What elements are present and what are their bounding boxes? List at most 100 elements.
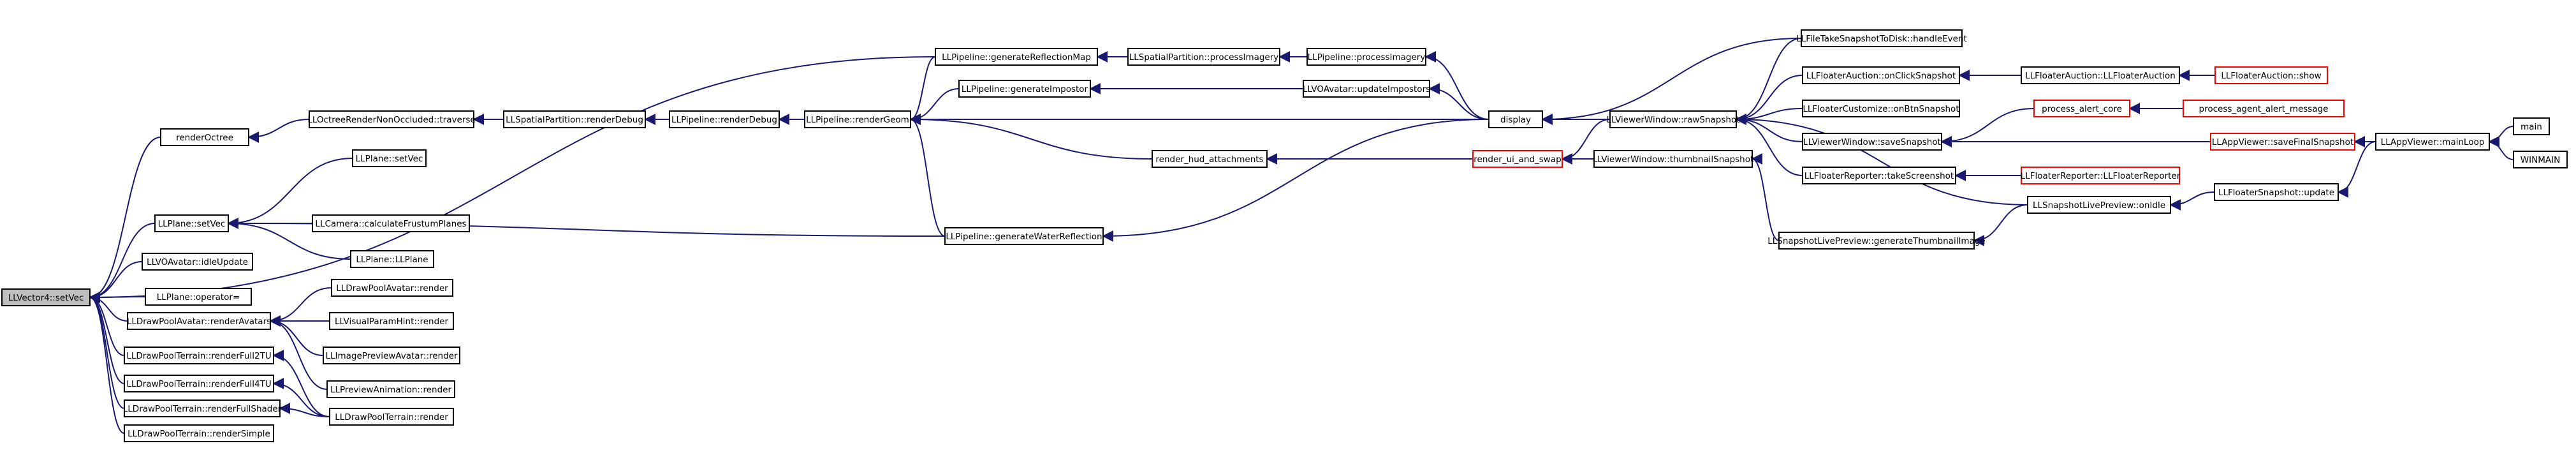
node-box xyxy=(1,288,91,306)
call-edge-octree_traverse-to-renderOctree xyxy=(247,119,310,143)
graph-node-viewerwindow_thumbnailsnapshot[interactable]: LLViewerWindow::thumbnailSnapshot xyxy=(1593,150,1754,168)
node-label: LLVOAvatar::updateImpostors xyxy=(1303,84,1430,94)
graph-node-appviewer_mainloop[interactable]: LLAppViewer::mainLoop xyxy=(2375,133,2490,151)
node-box xyxy=(2021,167,2180,184)
node-label: LLPreviewAnimation::render xyxy=(330,385,452,395)
node-label: LLPipeline::renderGeom xyxy=(806,115,909,125)
call-edge-floaterreporter_takescreenshot-to-viewerwindow_rawsnapshot xyxy=(1735,114,1803,176)
call-edges xyxy=(89,38,2514,434)
call-edge-drawpoolterrain_render-to-terrain_full2tu xyxy=(272,350,330,417)
node-label: LLOctreeRenderNonOccluded::traverse xyxy=(307,115,475,125)
graph-node-terrain_fullshader[interactable]: LLDrawPoolTerrain::renderFullShader xyxy=(123,399,282,417)
graph-node-floaterauction_onclicksnapshot[interactable]: LLFloaterAuction::onClickSnapshot xyxy=(1802,66,1960,84)
call-edge-display-to-voavatar_updateimpostors xyxy=(1428,83,1489,120)
node-label: LLDrawPoolTerrain::renderFull4TU xyxy=(126,379,271,389)
node-label: LLSnapshotLivePreview::generateThumbnail… xyxy=(1767,236,1985,246)
node-label: LLFloaterAuction::show xyxy=(2221,71,2321,81)
graph-node-pipeline_genwaterreflection[interactable]: LLPipeline::generateWaterReflection xyxy=(944,227,1104,245)
graph-node-pipeline_renderdebug[interactable]: LLPipeline::renderDebug xyxy=(669,110,780,128)
node-box xyxy=(1802,133,1942,151)
node-box xyxy=(154,214,229,232)
node-label: LLViewerWindow::saveSnapshot xyxy=(1803,137,1941,147)
graph-node-render_hud_attachments[interactable]: render_hud_attachments xyxy=(1152,150,1268,168)
graph-node-floatercustomize_onbtnsnapshot[interactable]: LLFloaterCustomize::onBtnSnapshot xyxy=(1802,100,1960,117)
graph-node-llplane_setvec[interactable]: LLPlane::setVec xyxy=(154,214,229,232)
node-label: LLSpatialPartition::renderDebug xyxy=(506,115,643,125)
node-box xyxy=(1127,48,1280,66)
graph-node-terrain_full2tu[interactable]: LLDrawPoolTerrain::renderFull2TU xyxy=(124,347,274,364)
graph-node-root[interactable]: LLVector4::setVec xyxy=(1,288,91,306)
node-label: LLPlane::LLPlane xyxy=(356,255,428,265)
call-edge-winmain-to-appviewer_mainloop xyxy=(2488,136,2514,160)
node-label: LLPlane::setVec xyxy=(158,219,226,229)
graph-node-render_ui_and_swap[interactable]: render_ui_and_swap xyxy=(1472,150,1563,168)
graph-node-voavatar_updateimpostors[interactable]: LLVOAvatar::updateImpostors xyxy=(1303,80,1430,98)
graph-node-snapshotlivepreview_genthumb[interactable]: LLSnapshotLivePreview::generateThumbnail… xyxy=(1767,232,1986,250)
graph-node-llplane_operator[interactable]: LLPlane::operator= xyxy=(145,288,252,306)
graph-node-spatialpartition_renderdebug[interactable]: LLSpatialPartition::renderDebug xyxy=(503,110,646,128)
node-box xyxy=(312,214,470,232)
graph-node-llplane_setvec2[interactable]: LLPlane::setVec xyxy=(352,149,427,167)
graph-node-floaterreporter_llfloaterreporter[interactable]: LLFloaterReporter::LLFloaterReporter xyxy=(2021,167,2181,184)
call-edge-viewerwindow_rawsnapshot-to-render_ui_and_swap xyxy=(1561,119,1611,165)
call-edge-display-to-pipeline_genwaterreflection xyxy=(1102,119,1489,242)
graph-node-main[interactable]: main xyxy=(2513,117,2550,135)
graph-node-previewanimation_render[interactable]: LLPreviewAnimation::render xyxy=(326,380,455,398)
graph-node-imagepreviewavatar_render[interactable]: LLImagePreviewAvatar::render xyxy=(323,347,460,364)
graph-node-visualparamhint_render[interactable]: LLVisualParamHint::render xyxy=(329,312,454,330)
node-label: LLPipeline::generateImpostor xyxy=(962,84,1088,94)
call-edge-drawpoolterrain_render-to-terrain_fullshader xyxy=(279,403,330,417)
graph-node-octree_traverse[interactable]: LLOctreeRenderNonOccluded::traverse xyxy=(307,110,476,128)
node-label: LLFloaterReporter::takeScreenshot xyxy=(1804,171,1954,181)
node-label: LLPipeline::generateWaterReflection xyxy=(946,232,1102,242)
node-label: LLViewerWindow::thumbnailSnapshot xyxy=(1593,154,1754,165)
node-box xyxy=(1609,110,1737,128)
graph-node-drawpoolavatar_render[interactable]: LLDrawPoolAvatar::render xyxy=(331,279,453,297)
graph-node-drawpoolterrain_render[interactable]: LLDrawPoolTerrain::render xyxy=(329,408,454,426)
graph-node-viewerwindow_savesnapshot[interactable]: LLViewerWindow::saveSnapshot xyxy=(1802,133,1942,151)
node-label: LLDrawPoolTerrain::renderFullShader xyxy=(123,404,282,414)
node-label: LLDrawPoolAvatar::renderAvatars xyxy=(127,317,271,327)
graph-node-floaterreporter_takescreenshot[interactable]: LLFloaterReporter::takeScreenshot xyxy=(1802,167,1956,184)
node-box xyxy=(944,227,1104,245)
call-edge-render_hud_attachments-to-pipeline_rendergeom xyxy=(909,114,1153,160)
graph-node-camera_frustum[interactable]: LLCamera::calculateFrustumPlanes xyxy=(312,214,470,232)
call-edge-snapshotlivepreview_genthumb-to-viewerwindow_thumbnailsnapshot xyxy=(1751,153,1780,241)
graph-node-process_alert_core[interactable]: process_alert_core xyxy=(2033,100,2130,117)
node-label: process_alert_core xyxy=(2042,104,2122,114)
node-box xyxy=(1303,80,1430,98)
graph-node-renderOctree[interactable]: renderOctree xyxy=(160,128,249,146)
call-edge-snapshotlivepreview_ondle-to-snapshotlivepreview_genthumb xyxy=(1973,204,2028,246)
graph-node-terrain_full4tu[interactable]: LLDrawPoolTerrain::renderFull4TU xyxy=(124,375,274,392)
graph-node-llplane_llplane[interactable]: LLPlane::LLPlane xyxy=(350,250,434,268)
graph-node-floaterauction_show[interactable]: LLFloaterAuction::show xyxy=(2214,66,2328,84)
graph-node-filetakesnapshot_handleevent[interactable]: LLFileTakeSnapshotToDisk::handleEvent xyxy=(1796,29,1967,47)
node-box xyxy=(1801,29,1963,47)
graph-node-display[interactable]: display xyxy=(1488,110,1543,128)
graph-node-spatialpartition_processimagery[interactable]: LLSpatialPartition::processImagery xyxy=(1127,48,1280,66)
graph-node-terrain_simple[interactable]: LLDrawPoolTerrain::renderSimple xyxy=(124,424,274,442)
node-label: LLPipeline::generateReflectionMap xyxy=(942,52,1091,63)
node-box xyxy=(352,149,427,167)
graph-node-pipeline_processimagery[interactable]: LLPipeline::processImagery xyxy=(1306,48,1426,66)
graph-node-floatersnapshot_update[interactable]: LLFloaterSnapshot::update xyxy=(2214,183,2339,201)
node-label: LLSpatialPartition::processImagery xyxy=(1129,52,1279,63)
node-label: LLPipeline::renderDebug xyxy=(671,115,777,125)
graph-node-pipeline_rendergeom[interactable]: LLPipeline::renderGeom xyxy=(804,110,911,128)
node-box xyxy=(503,110,646,128)
node-box xyxy=(124,424,274,442)
graph-node-appviewer_savefinalsnapshot[interactable]: LLAppViewer::saveFinalSnapshot xyxy=(2210,133,2355,151)
graph-node-pipeline_genreflectionmap[interactable]: LLPipeline::generateReflectionMap xyxy=(935,48,1098,66)
graph-node-floaterauction_llfloaterauction[interactable]: LLFloaterAuction::LLFloaterAuction xyxy=(2021,66,2180,84)
graph-node-winmain[interactable]: WINMAIN xyxy=(2513,151,2568,168)
graph-node-pipeline_genimpostor[interactable]: LLPipeline::generateImpostor xyxy=(958,80,1091,98)
node-box xyxy=(331,279,453,297)
graph-node-process_agent_alert_message[interactable]: process_agent_alert_message xyxy=(2183,100,2345,117)
graph-node-viewerwindow_rawsnapshot[interactable]: LLViewerWindow::rawSnapshot xyxy=(1606,110,1740,128)
graph-node-drawpoolavatar_renderavatars[interactable]: LLDrawPoolAvatar::renderAvatars xyxy=(127,312,271,330)
node-box xyxy=(124,347,274,364)
graph-node-snapshotlivepreview_ondle[interactable]: LLSnapshotLivePreview::onIdle xyxy=(2027,196,2171,214)
node-label: LLDrawPoolTerrain::render xyxy=(335,412,448,422)
graph-node-llvoavatar_idleupdate[interactable]: LLVOAvatar::idleUpdate xyxy=(142,253,253,271)
